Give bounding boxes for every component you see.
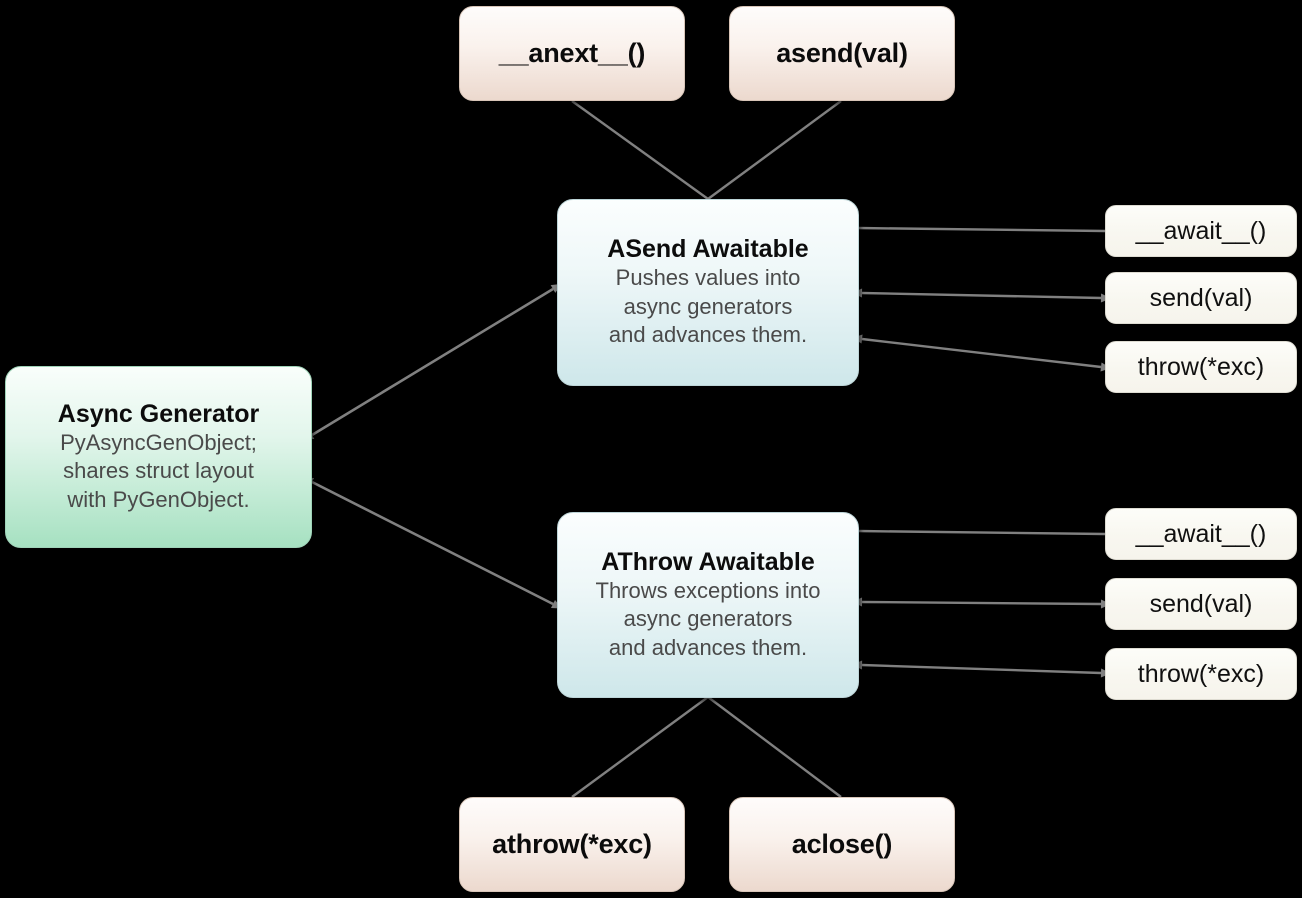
edge-athrow-to-send bbox=[852, 597, 1111, 609]
edge-athrow-to-await bbox=[857, 529, 1106, 536]
node-athrow-awaitable[interactable]: AThrow Awaitable Throws exceptions into … bbox=[557, 512, 859, 698]
node-athrow-protocol-await[interactable]: __await__() bbox=[1105, 508, 1297, 560]
node-athrow-protocol-send-label: send(val) bbox=[1149, 589, 1253, 618]
node-anext-label: __anext__() bbox=[498, 38, 646, 68]
node-asend-awaitable-title: ASend Awaitable bbox=[607, 235, 809, 264]
node-asend-protocol-await-label: __await__() bbox=[1135, 216, 1267, 245]
node-asend-method-label: asend(val) bbox=[776, 38, 908, 68]
node-athrow-protocol-await-label: __await__() bbox=[1135, 519, 1267, 548]
node-athrow-awaitable-title: AThrow Awaitable bbox=[601, 547, 815, 576]
node-async-generator[interactable]: Async Generator PyAsyncGenObject; shares… bbox=[5, 366, 312, 548]
node-asend-awaitable[interactable]: ASend Awaitable Pushes values into async… bbox=[557, 199, 859, 386]
edge-root-to-asend bbox=[303, 283, 562, 441]
edge-asend-to-throw bbox=[852, 334, 1111, 372]
edge-asend-to-await bbox=[857, 226, 1106, 233]
node-athrow-protocol-send[interactable]: send(val) bbox=[1105, 578, 1297, 630]
edge-anext-to-asend bbox=[571, 100, 709, 200]
node-anext-method[interactable]: __anext__() bbox=[459, 6, 685, 101]
edge-athrow-to-throw bbox=[852, 660, 1111, 678]
edge-athrow-method-to-athrow bbox=[571, 696, 709, 798]
node-async-generator-title: Async Generator bbox=[57, 399, 260, 428]
edge-aclose-to-athrow bbox=[707, 696, 842, 798]
node-asend-protocol-send[interactable]: send(val) bbox=[1105, 272, 1297, 324]
node-athrow-protocol-throw[interactable]: throw(*exc) bbox=[1105, 648, 1297, 700]
node-athrow-method[interactable]: athrow(*exc) bbox=[459, 797, 685, 892]
node-athrow-awaitable-description: Throws exceptions into async generators … bbox=[595, 577, 821, 660]
edge-asend-to-send bbox=[852, 288, 1111, 303]
node-aclose-method[interactable]: aclose() bbox=[729, 797, 955, 892]
node-athrow-protocol-throw-label: throw(*exc) bbox=[1137, 659, 1265, 688]
node-asend-protocol-throw-label: throw(*exc) bbox=[1137, 352, 1265, 381]
node-asend-protocol-send-label: send(val) bbox=[1149, 283, 1253, 312]
node-asend-method[interactable]: asend(val) bbox=[729, 6, 955, 101]
node-asend-protocol-await[interactable]: __await__() bbox=[1105, 205, 1297, 257]
edge-asend-method-to-asend bbox=[707, 100, 842, 200]
node-asend-awaitable-description: Pushes values into async generators and … bbox=[608, 265, 808, 348]
node-asend-protocol-throw[interactable]: throw(*exc) bbox=[1105, 341, 1297, 393]
node-aclose-method-label: aclose() bbox=[791, 829, 893, 859]
edge-root-to-athrow bbox=[303, 477, 562, 609]
node-async-generator-description: PyAsyncGenObject; shares struct layout w… bbox=[60, 429, 257, 512]
node-athrow-method-label: athrow(*exc) bbox=[492, 829, 652, 859]
